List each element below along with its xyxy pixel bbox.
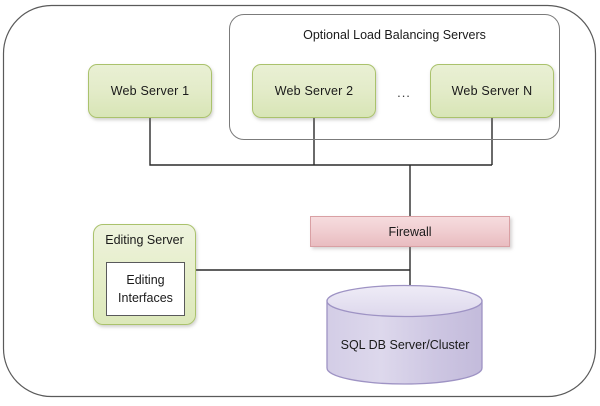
- database-cylinder: [326, 284, 483, 385]
- node-firewall-label: Firewall: [388, 224, 432, 239]
- servers-ellipsis: ...: [397, 85, 411, 100]
- node-editing-interfaces-label-line1: Editing: [126, 272, 165, 287]
- node-editing-interfaces[interactable]: Editing Interfaces: [106, 262, 185, 316]
- node-editing-server-label: Editing Server: [105, 233, 184, 247]
- node-database-label: SQL DB Server/Cluster: [340, 338, 470, 352]
- node-web-server-2[interactable]: Web Server 2: [252, 64, 376, 118]
- node-web-server-1[interactable]: Web Server 1: [88, 64, 212, 118]
- node-firewall[interactable]: Firewall: [310, 216, 510, 247]
- load-balancing-group-container: [229, 14, 560, 140]
- connector-web-server-1: [149, 118, 492, 166]
- node-web-server-n[interactable]: Web Server N: [430, 64, 554, 118]
- node-editing-interfaces-label-line2: Interfaces: [118, 291, 173, 305]
- node-web-server-n-label: Web Server N: [451, 84, 533, 98]
- node-web-server-2-label: Web Server 2: [274, 84, 354, 98]
- node-web-server-1-label: Web Server 1: [110, 84, 190, 98]
- load-balancing-group-title: Optional Load Balancing Servers: [303, 28, 486, 42]
- outer-boundary: [2, 4, 597, 398]
- node-editing-server[interactable]: Editing Server Editing Interfaces: [93, 224, 196, 325]
